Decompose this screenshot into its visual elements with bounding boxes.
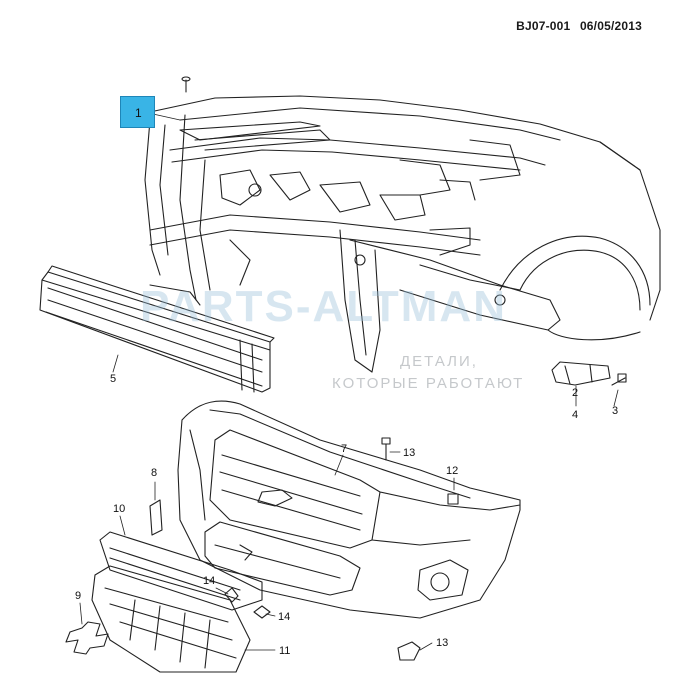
watermark-tagline-1: ДЕТАЛИ, [400,353,478,370]
bolt-13b [397,641,421,661]
bolt-3 [611,373,627,386]
diagram-code: BJ07-001 [516,19,571,33]
callout-3: 3 [612,405,618,417]
callout-8: 8 [151,467,157,479]
diagram-date: 06/05/2013 [579,19,642,33]
callout-4: 4 [572,409,578,421]
clip-14b [253,605,271,619]
watermark-brand: PARTS-ALTMAN [140,282,507,331]
leader-lines [79,113,619,651]
callout-1: 1 [135,106,142,120]
callout-11: 11 [279,645,290,657]
front-bumper-cover [177,400,521,619]
callout-10: 10 [113,503,125,515]
seal-8 [149,499,163,536]
diagram-reference: BJ07-001 06/05/2013 [510,19,642,33]
side-bracket [551,361,611,386]
callout-13b: 13 [436,637,448,649]
callout-12: 12 [446,465,458,477]
callout-13a: 13 [403,447,415,459]
clip-14a [224,587,239,603]
callout-9: 9 [75,590,81,602]
highlight-callout-1: 1 [120,96,155,128]
lower-grille [91,565,251,673]
emblem [65,621,109,655]
front-end-structure [144,76,661,373]
clip-12 [447,493,459,505]
callout-14b: 14 [278,611,290,623]
callout-5: 5 [110,373,116,385]
bolt-13a [381,437,391,461]
watermark-tagline-2: КОТОРЫЕ РАБОТАЮТ [332,375,525,392]
bumper-reinforcement-beam [39,265,275,393]
callout-7: 7 [341,443,347,455]
upper-grille [99,531,263,611]
callout-14a: 14 [203,575,215,587]
callout-2: 2 [572,387,578,399]
